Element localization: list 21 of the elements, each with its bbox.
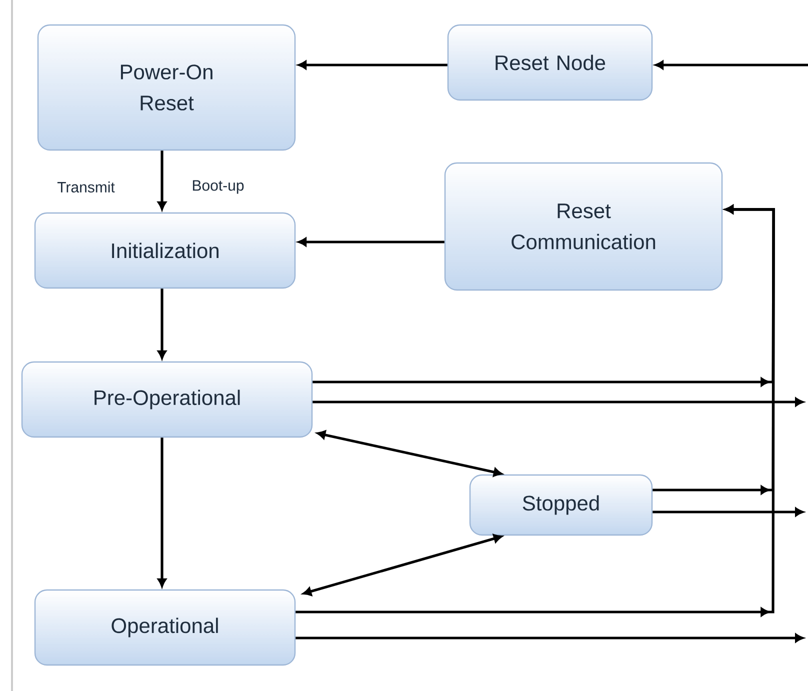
state-box: Pre-Operational [21,361,313,438]
state-box: Stopped [469,474,653,536]
arrow [316,430,502,477]
edge-label: Transmit [56,180,116,194]
arrow [652,508,804,516]
arrow [296,634,804,642]
label-text: Boot-up [190,179,246,195]
arrow [312,398,804,406]
arrow [158,288,166,360]
state-box: Reset Communication [444,162,723,291]
arrow [296,205,775,616]
arrow [298,238,444,246]
arrow [655,60,808,70]
arrow [302,534,502,596]
arrow [298,60,448,70]
arrow [158,438,166,588]
state-box: Initialization [34,212,296,289]
state-box: Reset Node [447,24,653,101]
state-box: Power-On Reset [37,24,296,151]
state-box: Operational [34,589,296,666]
arrow [158,150,166,210]
